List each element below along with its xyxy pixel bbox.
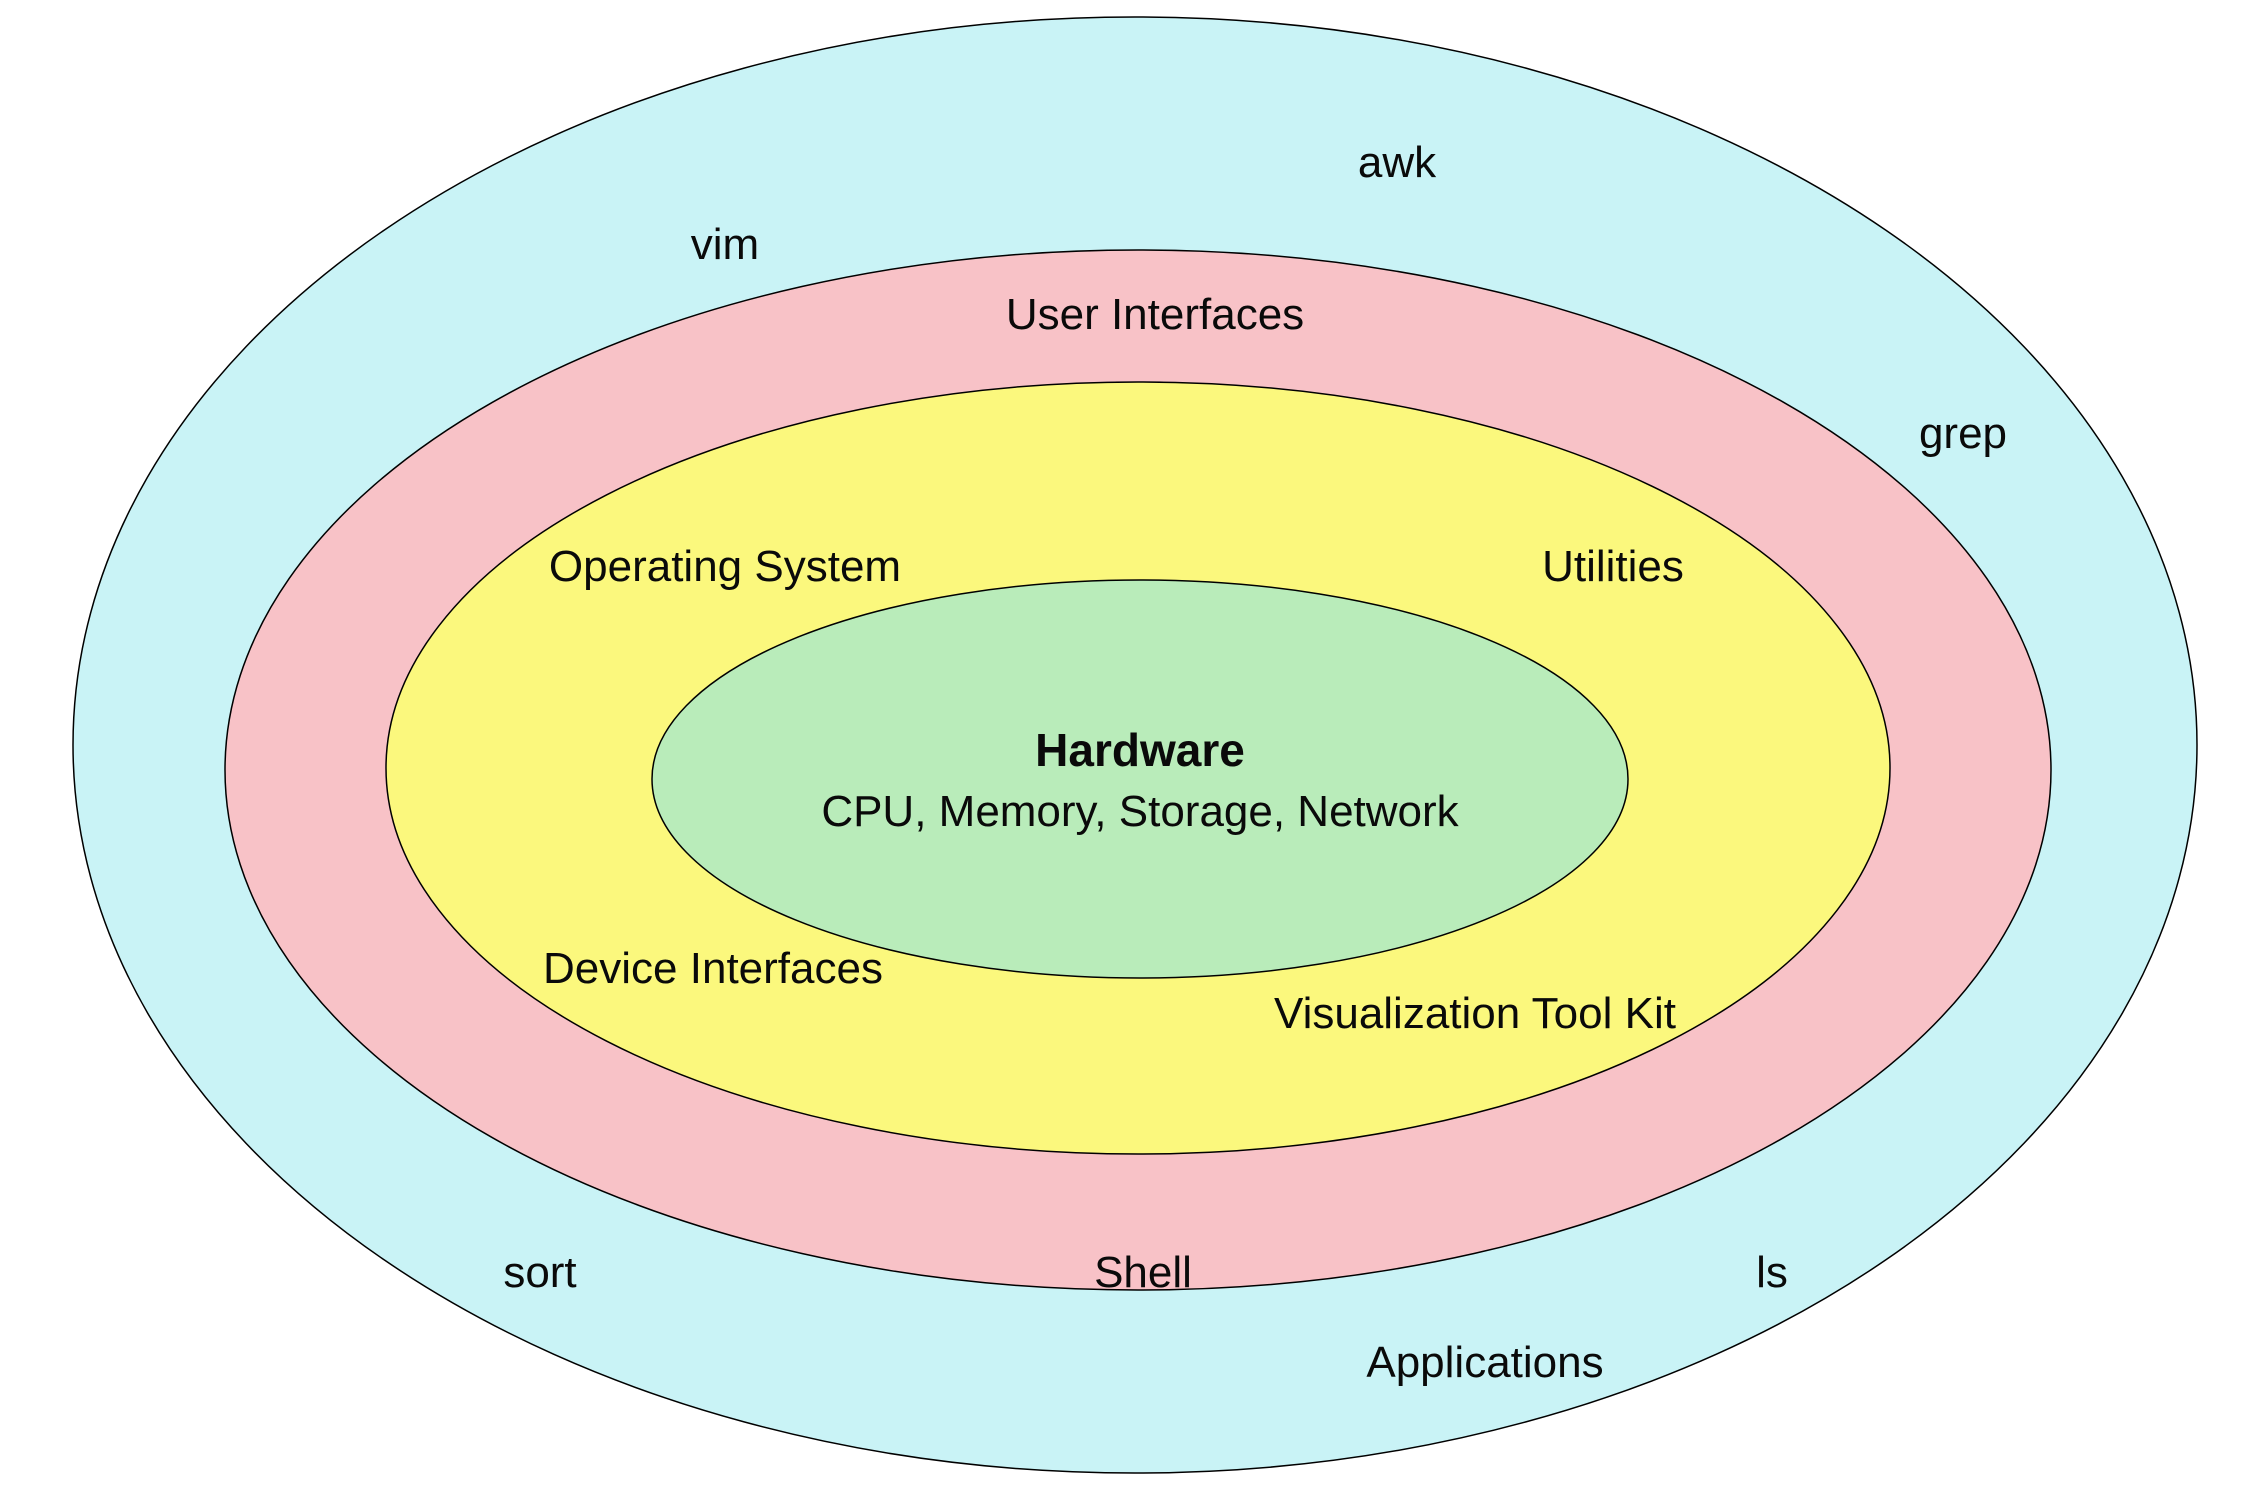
label-visualization-tool-kit: Visualization Tool Kit [1274,989,1676,1038]
label-shell: Shell [1094,1248,1192,1297]
label-ls: ls [1756,1248,1788,1297]
label-operating-system: Operating System [549,542,901,591]
label-user-interfaces: User Interfaces [1006,290,1304,339]
label-grep: grep [1919,409,2007,458]
label-vim: vim [691,220,759,269]
label-hardware: Hardware [1035,724,1245,776]
label-hardware-components: CPU, Memory, Storage, Network [821,787,1459,836]
label-applications: Applications [1366,1338,1603,1387]
label-device-interfaces: Device Interfaces [543,944,883,993]
label-sort: sort [503,1248,576,1297]
hardware-layer-ellipse [651,579,1629,979]
label-awk: awk [1358,138,1437,187]
label-utilities: Utilities [1542,542,1684,591]
